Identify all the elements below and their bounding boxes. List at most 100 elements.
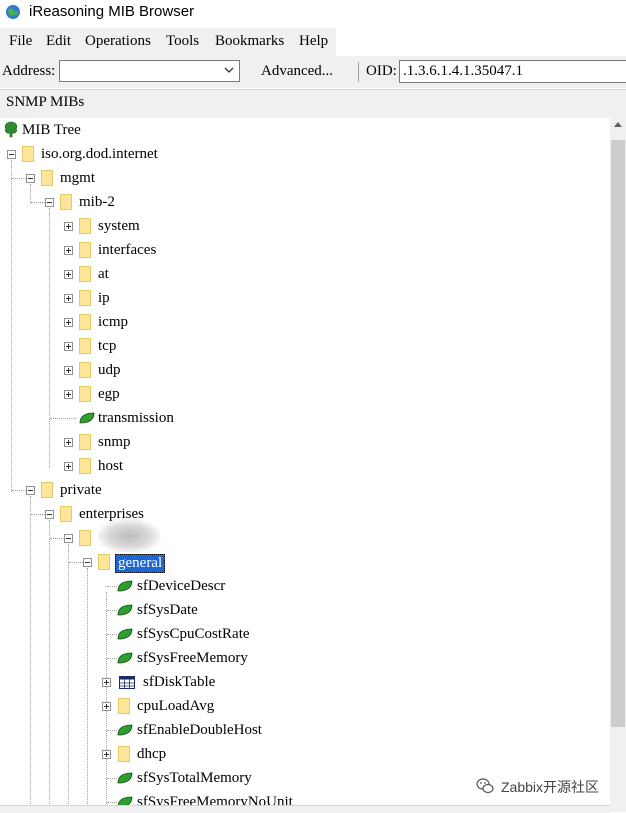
tree-guide	[107, 802, 117, 803]
tree-icon	[4, 121, 18, 138]
tree-node-egp[interactable]: egp	[98, 386, 120, 402]
tree-node-mgmt[interactable]: mgmt	[60, 170, 96, 186]
collapse-toggle-icon[interactable]	[7, 150, 16, 159]
expand-toggle-icon[interactable]	[64, 294, 73, 303]
collapse-toggle-icon[interactable]	[64, 534, 73, 543]
tree-node-sfSysFreeMemory[interactable]: sfSysFreeMemory	[137, 650, 248, 666]
expand-toggle-icon[interactable]	[64, 438, 73, 447]
expand-toggle-icon[interactable]	[102, 678, 111, 687]
expand-toggle-icon[interactable]	[64, 462, 73, 471]
tree-node-enterprises[interactable]: enterprises	[79, 506, 144, 522]
tree-guide	[107, 610, 117, 611]
tree-node-transmission[interactable]: transmission	[98, 410, 174, 426]
folder-icon	[79, 266, 91, 282]
expand-toggle-icon[interactable]	[64, 222, 73, 231]
menu-help[interactable]: Help	[299, 33, 329, 49]
expand-toggle-icon[interactable]	[64, 318, 73, 327]
tree-guide	[68, 544, 69, 812]
folder-icon	[79, 218, 91, 234]
folder-icon	[79, 434, 91, 450]
collapse-toggle-icon[interactable]	[26, 174, 35, 183]
collapse-toggle-icon[interactable]	[45, 198, 54, 207]
tree-node-general-selected[interactable]: general	[115, 554, 166, 573]
folder-icon	[79, 314, 91, 330]
tree-node-ip[interactable]: ip	[98, 290, 110, 306]
tree-node-iso[interactable]: iso.org.dod.internet	[41, 146, 158, 162]
advanced-button[interactable]: Advanced...	[261, 63, 334, 79]
folder-icon	[79, 458, 91, 474]
menu-tools[interactable]: Tools	[166, 33, 200, 49]
tree-node-private[interactable]: private	[60, 482, 102, 498]
tree-guide	[49, 520, 50, 812]
tree-node-system[interactable]: system	[98, 218, 140, 234]
expand-toggle-icon[interactable]	[102, 750, 111, 759]
address-label: Address:	[2, 63, 56, 79]
expand-toggle-icon[interactable]	[64, 246, 73, 255]
tree-root-label[interactable]: MIB Tree	[22, 122, 81, 138]
collapse-toggle-icon[interactable]	[83, 558, 92, 567]
tree-node-sfSysDate[interactable]: sfSysDate	[137, 602, 198, 618]
folder-icon	[79, 386, 91, 402]
tree-node-icmp[interactable]: icmp	[98, 314, 128, 330]
tree-node-host[interactable]: host	[98, 458, 124, 474]
oid-label: OID:	[366, 63, 397, 79]
address-combobox[interactable]	[59, 60, 240, 82]
leaf-icon	[117, 724, 133, 736]
chevron-down-icon[interactable]	[223, 64, 235, 76]
folder-open-icon	[60, 194, 72, 210]
redacted-blur	[97, 519, 161, 553]
globe-icon	[6, 5, 20, 19]
expand-toggle-icon[interactable]	[64, 366, 73, 375]
tree-node-udp[interactable]: udp	[98, 362, 121, 378]
folder-icon	[79, 290, 91, 306]
toolbar-separator	[358, 62, 359, 82]
expand-toggle-icon[interactable]	[64, 342, 73, 351]
tree-node-snmp[interactable]: snmp	[98, 434, 131, 450]
folder-open-icon	[79, 530, 91, 546]
folder-icon	[118, 746, 130, 762]
tree-node-mib-2[interactable]: mib-2	[79, 194, 115, 210]
tree-node-sfSysTotalMemory[interactable]: sfSysTotalMemory	[137, 770, 252, 786]
collapse-toggle-icon[interactable]	[26, 486, 35, 495]
folder-open-icon	[60, 506, 72, 522]
vertical-scrollbar[interactable]	[610, 118, 626, 812]
folder-icon	[79, 242, 91, 258]
folder-icon	[79, 338, 91, 354]
tree-node-cpuLoadAvg[interactable]: cpuLoadAvg	[137, 698, 215, 714]
table-icon	[119, 676, 135, 689]
menu-file[interactable]: File	[9, 33, 33, 49]
tree-node-sfDeviceDescr[interactable]: sfDeviceDescr	[137, 578, 226, 594]
tree-node-tcp[interactable]: tcp	[98, 338, 117, 354]
mib-tree[interactable]: MIB Tree iso.org.dod.internet mgmt mib-2…	[0, 118, 610, 812]
horizontal-scrollbar[interactable]	[0, 805, 610, 813]
tree-guide	[107, 730, 117, 731]
tree-node-at[interactable]: at	[98, 266, 109, 282]
leaf-icon	[117, 604, 133, 616]
panel-title: SNMP MIBs	[6, 94, 85, 110]
tree-guide	[30, 184, 31, 204]
tree-guide	[107, 634, 117, 635]
tree-guide	[50, 538, 64, 539]
tree-node-sfSysFreeMemoryNoUnit[interactable]: sfSysFreeMemoryNoUnit	[137, 794, 293, 805]
tree-guide	[31, 514, 45, 515]
folder-open-icon	[22, 146, 34, 162]
collapse-toggle-icon[interactable]	[45, 510, 54, 519]
expand-toggle-icon[interactable]	[64, 270, 73, 279]
menu-operations[interactable]: Operations	[85, 33, 151, 49]
tree-node-sfEnableDoubleHost[interactable]: sfEnableDoubleHost	[137, 722, 262, 738]
tree-guide	[49, 208, 50, 468]
scrollbar-thumb[interactable]	[611, 140, 625, 727]
menu-edit[interactable]: Edit	[46, 33, 71, 49]
expand-toggle-icon[interactable]	[64, 390, 73, 399]
tree-guide	[31, 202, 45, 203]
tree-node-interfaces[interactable]: interfaces	[98, 242, 157, 258]
menu-bookmarks[interactable]: Bookmarks	[215, 33, 285, 49]
tree-guide	[107, 658, 117, 659]
tree-node-sfDiskTable[interactable]: sfDiskTable	[143, 674, 216, 690]
tree-node-sfSysCpuCostRate[interactable]: sfSysCpuCostRate	[137, 626, 250, 642]
oid-input[interactable]: .1.3.6.1.4.1.35047.1	[399, 60, 626, 83]
expand-toggle-icon[interactable]	[102, 702, 111, 711]
scroll-up-arrow-icon[interactable]	[614, 122, 622, 127]
tree-guide	[69, 562, 83, 563]
tree-node-dhcp[interactable]: dhcp	[137, 746, 167, 762]
